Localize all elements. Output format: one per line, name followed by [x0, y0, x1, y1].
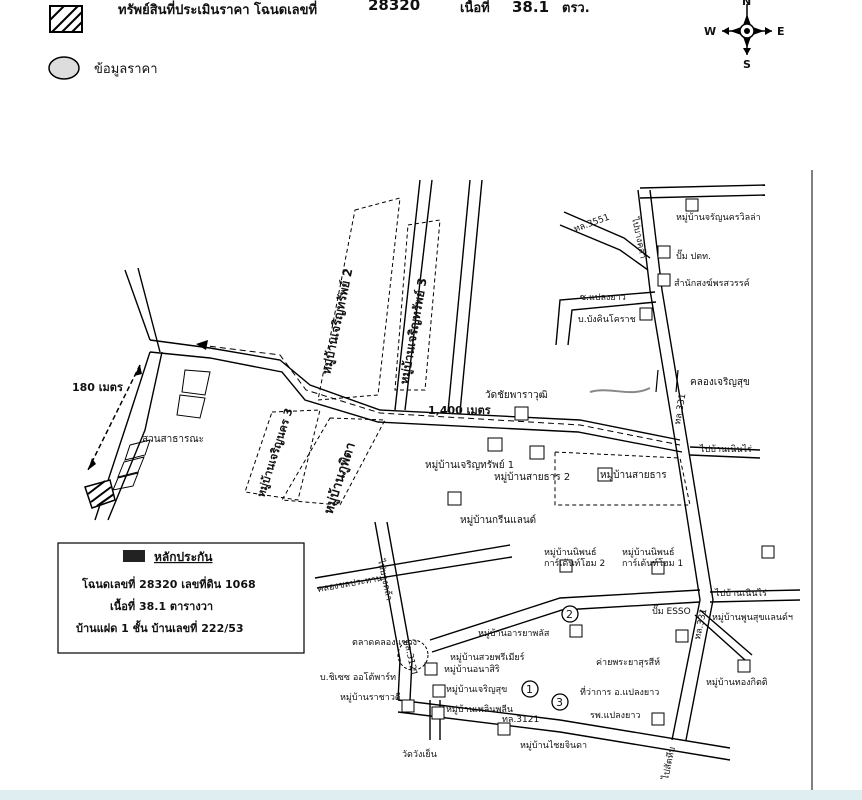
label-soi-plaeng: ซ.แปลงยาว [580, 293, 626, 303]
label-hospital: รพ.แปลงยาว [590, 711, 640, 721]
label-pum-esso: ปั๊ม ESSO [652, 604, 691, 617]
label-rd331b: ทล.331 [693, 608, 709, 641]
legend-subject-label: ทรัพย์สินที่ประเมินราคา โฉนดเลขที่ [118, 0, 317, 18]
label-phloen: หมู่บ้านเพลินพลีน [446, 704, 513, 715]
label-rd3551: ทล.3551 [573, 213, 611, 235]
nearby-lots [112, 369, 211, 491]
collateral-swatch [123, 550, 145, 562]
label-ptt: ปั๊ม ปตท. [676, 249, 711, 262]
label-rachawadee: หมู่บ้านราชาวดี [340, 692, 401, 703]
label-sansuk: หมู่บ้านสวยพรีเมียร์ [450, 651, 525, 663]
compass-w: W [704, 25, 716, 38]
label-chaijinda: หมู่บ้านไชยจินดา [520, 740, 587, 751]
label-wat-chai: วัดชัยพาราวุฒิ [485, 390, 548, 401]
price-point-1: 1 [526, 683, 533, 696]
label-phupitta: หมู่บ้านภูพิตา [321, 440, 359, 516]
label-to-north: ไปบางคล้า [629, 215, 649, 259]
label-jarunwilla: หมู่บ้านจรัญนครวิลล่า [676, 212, 761, 223]
label-arayapark: หมู่บ้านอารยาพลัส [478, 628, 550, 639]
infobox-line3: บ้านแฝด 1 ชั้น บ้านเลขที่ 222/53 [76, 620, 244, 635]
legend-price-label: ข้อมูลราคา [94, 62, 158, 77]
label-to-bannern2: ไปบ้านเนินไร่ [714, 588, 767, 599]
label-rd331: ทล.331 [673, 393, 688, 426]
label-saithan2: หมู่บ้านสายธาร 2 [494, 471, 570, 483]
label-greenland: หมู่บ้านกรีนแลนด์ [460, 514, 536, 526]
label-nipon1: หมู่บ้านนิพนธ์การ์เด้นท์โฮม 1 [622, 546, 683, 569]
label-khlong: คลองเจริญสุข [690, 377, 750, 388]
infobox-title: หลักประกัน [154, 550, 213, 564]
compass-s: S [743, 58, 751, 71]
compass-e: E [777, 25, 785, 38]
label-district-office: ที่ว่าการ อ.แปลงยาว [580, 685, 659, 698]
road-network [94, 179, 801, 761]
label-anasiri: หมู่บ้านอนาสิริ [444, 664, 500, 675]
bottom-strip [0, 790, 862, 800]
label-to-bannern: ไปบ้านเนินไร่ [699, 444, 752, 455]
label-charoensap1: หมู่บ้านเจริญทรัพย์ 1 [425, 459, 514, 471]
infobox-line1: โฉนดเลขที่ 28320 เลขที่ดิน 1068 [81, 576, 256, 591]
label-bor-bangsak: บ.บังคินโคราช [578, 314, 636, 325]
legend-area-label: เนื้อที่ [460, 0, 490, 16]
label-khlong-road: คลองชลประทาน [317, 574, 383, 595]
price-points [521, 605, 579, 711]
label-thongkit: หมู่บ้านทองกิตติ [706, 677, 768, 688]
label-bsc: บ.ชิเซซ ออโต้พาร์ท [320, 671, 396, 683]
label-market: ตลาดคลองแขวง [352, 638, 417, 648]
compass-rose [722, 4, 772, 55]
legend-area-value: 38.1 [512, 0, 549, 16]
label-rd3121b: ทล.3121 [502, 715, 539, 725]
label-phunsuk: หมู่บ้านพูนสุขแลนด์ฯ [712, 611, 793, 623]
label-camp: ค่ายพระยาสุรสีห์ [596, 656, 660, 668]
price-point-2: 2 [566, 608, 573, 621]
subject-property [84, 479, 116, 509]
compass-n: N [742, 0, 751, 8]
building-markers [401, 198, 775, 736]
label-180m: 180 เมตร [72, 381, 123, 394]
label-charoensap2: หมู่บ้านเจริญทรัพย์ 2 [319, 267, 356, 376]
collateral-infobox [57, 542, 305, 654]
label-1400m: 1,400 เมตร [428, 404, 491, 417]
label-to-sattahip: ไปสัตหีบ [660, 746, 678, 782]
label-charoensuk: หมู่บ้านเจริญสุข [446, 684, 507, 695]
price-point-3: 3 [556, 696, 563, 709]
legend-area-unit: ตรว. [562, 1, 590, 16]
village-outlines [244, 197, 691, 506]
label-sor-office: สำนักสงฆ์พรสวรรค์ [674, 277, 750, 289]
label-park: สวนสาธารณะ [142, 434, 204, 445]
market-marker [397, 639, 429, 671]
price-circle-swatch [48, 56, 80, 80]
label-nipon2: หมู่บ้านนิพนธ์การ์เด้นท์โฮม 2 [544, 546, 605, 569]
khlong-line [589, 387, 651, 394]
legend-deed-number: 28320 [368, 0, 420, 14]
infobox-line2: เนื้อที่ 38.1 ตารางวา [110, 598, 213, 613]
label-wat-wang: วัดวังเย็น [402, 747, 437, 760]
label-saithan: หมู่บ้านสายธาร [600, 469, 667, 481]
